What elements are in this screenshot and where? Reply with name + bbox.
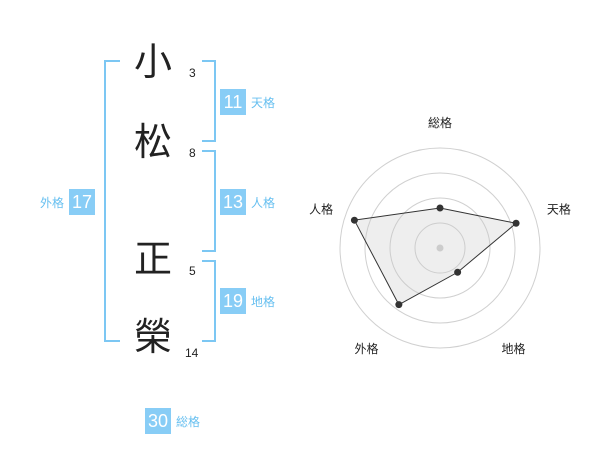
name-char-4: 榮 <box>133 315 172 359</box>
radar-axis-label-1: 総格 <box>428 115 452 130</box>
jinkaku-badge: 13 人格 <box>220 189 275 215</box>
tenkaku-badge: 11 天格 <box>220 89 275 115</box>
radar-ring <box>414 222 466 274</box>
gaikaku-label: 外格 <box>40 195 65 210</box>
chikaku-label: 地格 <box>251 294 276 309</box>
name-char-3: 正 <box>133 237 172 281</box>
soukaku-badge: 30 総格 <box>145 408 200 434</box>
outer-bracket <box>104 60 120 342</box>
radar-point-4 <box>395 301 403 309</box>
radar-ring <box>364 172 516 324</box>
radar-point-5 <box>350 216 358 224</box>
soukaku-value: 30 <box>145 408 172 434</box>
name-char-1: 小 <box>133 40 172 84</box>
jinkaku-bracket <box>202 150 216 252</box>
jinkaku-value: 13 <box>220 189 247 215</box>
radar-ring <box>339 147 541 349</box>
tenkaku-label: 天格 <box>251 95 276 110</box>
jinkaku-label: 人格 <box>251 195 276 210</box>
radar-point-2 <box>512 219 520 227</box>
radar-point-1 <box>436 204 444 212</box>
gaikaku-badge: 外格 17 <box>40 189 96 215</box>
stroke-count-4: 14 <box>185 346 199 360</box>
name-char-2: 松 <box>133 120 172 164</box>
radar-axis-label-4: 外格 <box>355 341 379 356</box>
soukaku-label: 総格 <box>176 414 201 429</box>
radar-center <box>436 244 444 252</box>
stroke-count-1: 3 <box>189 66 196 80</box>
radar-axis-label-2: 天格 <box>547 201 571 216</box>
stroke-count-3: 5 <box>189 264 196 278</box>
chikaku-bracket <box>202 260 216 342</box>
chikaku-badge: 19 地格 <box>220 288 275 314</box>
chikaku-value: 19 <box>220 288 247 314</box>
stroke-count-2: 8 <box>189 146 196 160</box>
radar-polygon <box>353 207 518 306</box>
radar-ring <box>389 197 491 299</box>
tenkaku-bracket <box>202 60 216 142</box>
radar-point-3 <box>454 268 462 276</box>
radar-axis-label-5: 人格 <box>309 201 333 216</box>
tenkaku-value: 11 <box>220 89 246 115</box>
radar-axis-label-3: 地格 <box>501 341 525 356</box>
gaikaku-value: 17 <box>69 189 96 215</box>
